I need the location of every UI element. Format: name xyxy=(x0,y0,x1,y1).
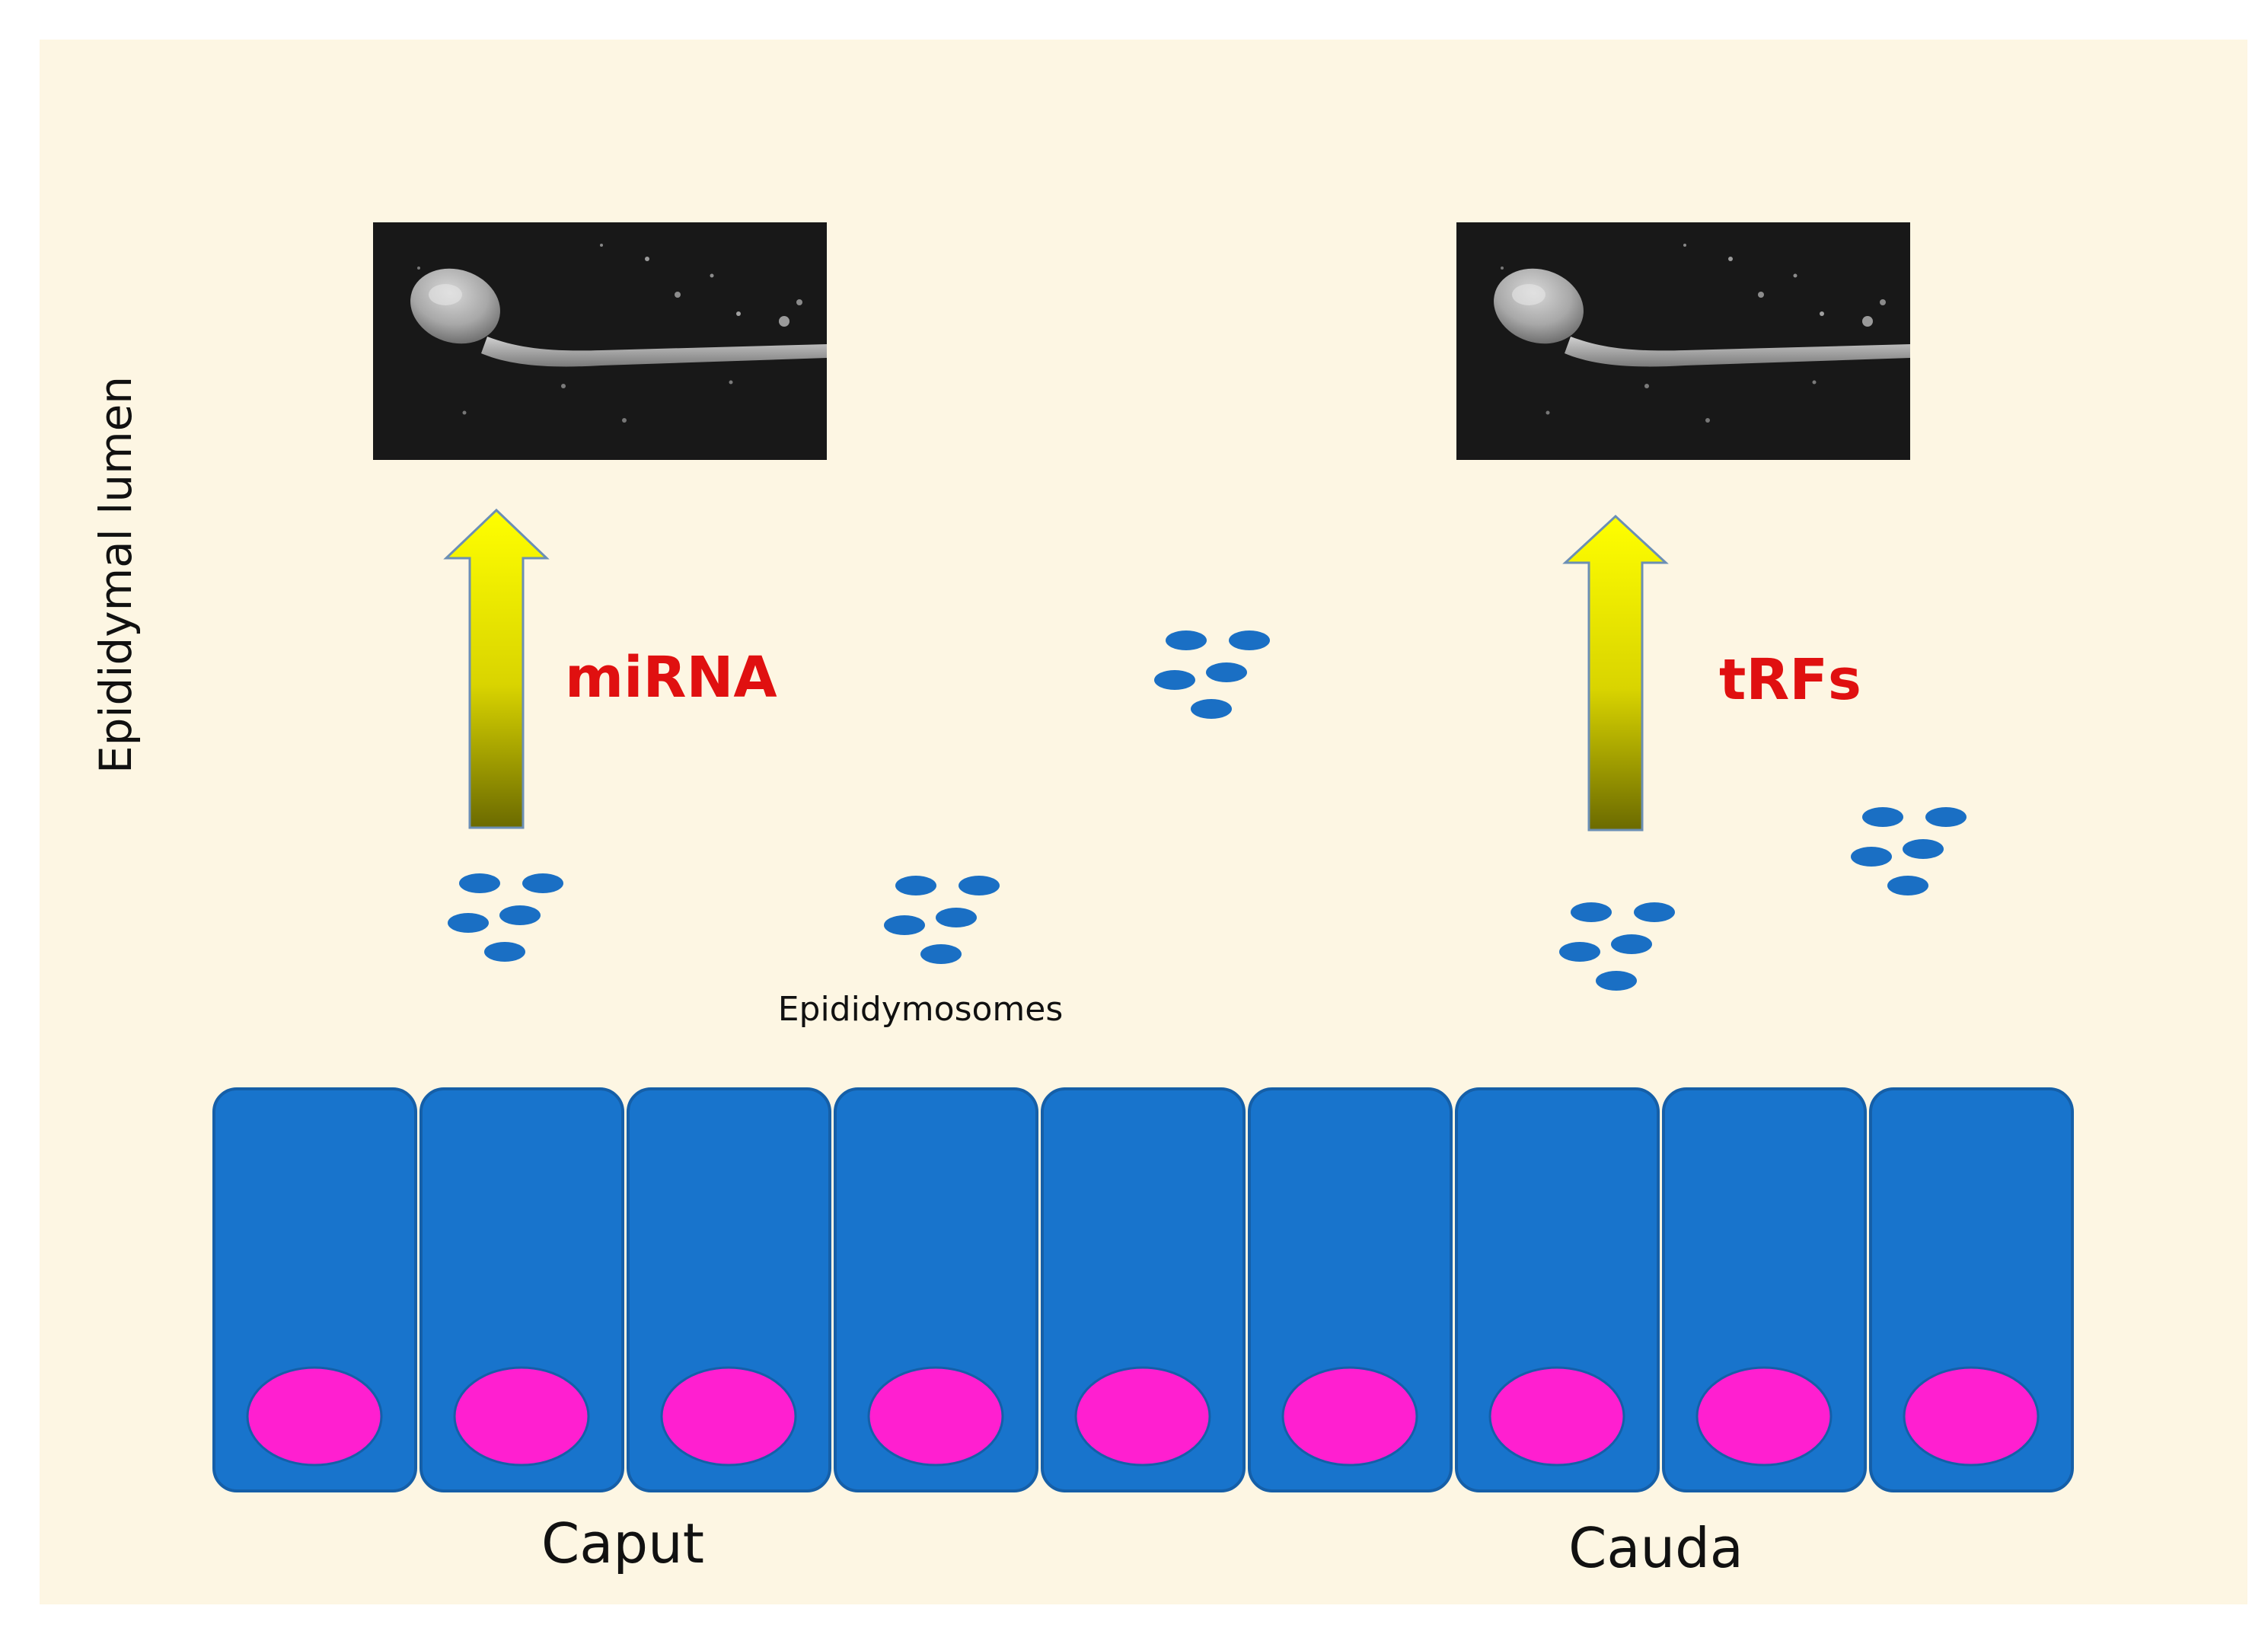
epididymosome-cluster xyxy=(448,873,563,962)
trfs-label: tRFs xyxy=(1719,647,1861,713)
nucleus xyxy=(453,1366,590,1467)
nucleus xyxy=(1074,1366,1211,1467)
epithelial-cell xyxy=(419,1087,624,1492)
nucleus xyxy=(1903,1366,2040,1467)
epithelial-cell xyxy=(212,1087,417,1492)
mirna-label: miRNA xyxy=(565,645,777,710)
epithelial-cell xyxy=(834,1087,1038,1492)
nucleus xyxy=(246,1366,383,1467)
sperm-micrograph-cauda xyxy=(1456,222,1910,460)
epithelial-cell xyxy=(1041,1087,1246,1492)
nucleus xyxy=(1281,1366,1418,1467)
epithelial-cell xyxy=(627,1087,831,1492)
epithelial-cell xyxy=(1662,1087,1867,1492)
epithelial-cell xyxy=(1869,1087,2074,1492)
epithelial-cell xyxy=(1455,1087,1660,1492)
epididymosome-cluster xyxy=(884,876,1000,964)
nucleus xyxy=(660,1366,797,1467)
sperm-micrograph-caput xyxy=(373,222,827,460)
epididymosome-cluster xyxy=(1851,807,1967,895)
nucleus xyxy=(1695,1366,1833,1467)
arrow-up-icon xyxy=(1562,514,1669,832)
epididymosomes-label: Epididymosomes xyxy=(778,990,1064,1029)
arrow-up-icon xyxy=(443,508,550,829)
epithelial-cell xyxy=(1248,1087,1453,1492)
cauda-label: Cauda xyxy=(1568,1516,1743,1580)
nucleus xyxy=(867,1366,1004,1467)
nucleus xyxy=(1488,1366,1625,1467)
epididymosome-cluster xyxy=(1559,902,1675,991)
lumen-label: Epididymal lumen xyxy=(90,376,142,774)
caput-label: Caput xyxy=(541,1511,704,1575)
epididymosome-cluster xyxy=(1154,630,1270,719)
epithelium xyxy=(212,1087,2074,1492)
